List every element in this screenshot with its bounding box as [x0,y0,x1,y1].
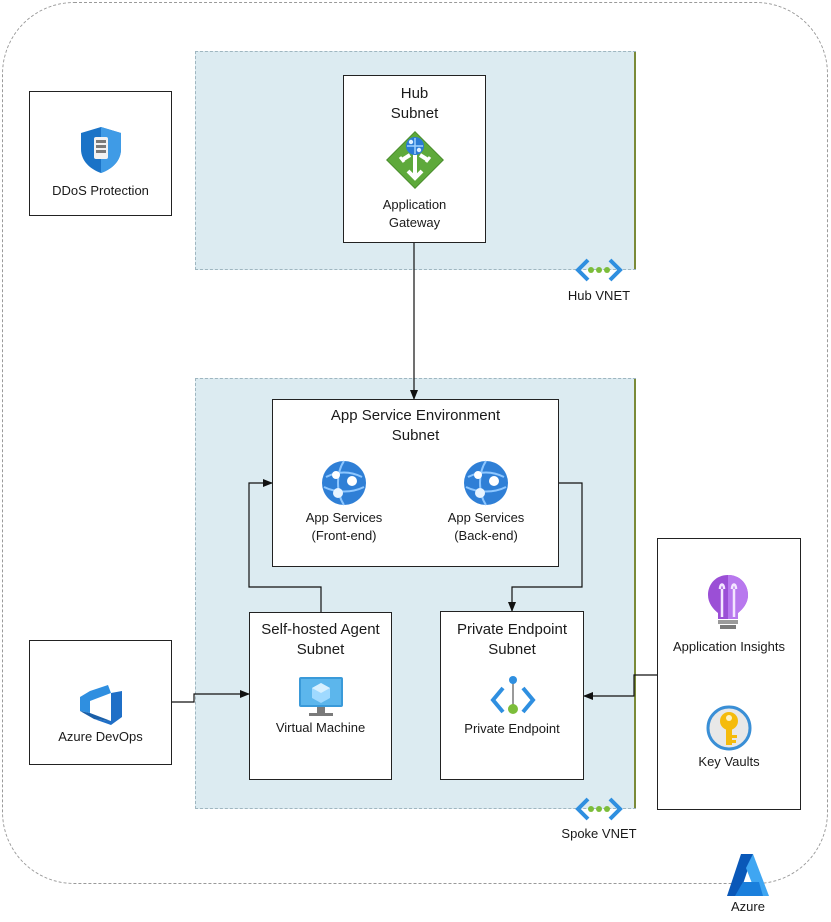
agent-subnet-title-1: Self-hosted Agent [261,621,380,638]
virtual-machine-label: Virtual Machine [275,720,366,735]
pe-subnet-title-2: Subnet [488,641,536,658]
key-vaults-label: Key Vaults [698,754,760,769]
key-vault-icon [706,705,752,751]
ddos-protection-box: DDoS Protection [29,91,172,216]
ase-subnet-title-1: App Service Environment [330,407,501,424]
agent-subnet-title-2: Subnet [296,641,345,658]
azure-devops-box: Azure DevOps [29,640,172,765]
hub-subnet-box: Hub Subnet Application Gateway [343,75,486,243]
private-endpoint-label: Private Endpoint [464,721,560,736]
virtual-machine-icon [299,677,343,716]
hub-subnet-title-2: Subnet [390,105,439,122]
agent-subnet-box: Self-hosted Agent Subnet Virtual Machine [249,612,392,780]
ase-subnet-box: App Service Environment Subnet App Servi… [272,399,559,567]
app-services-backend-label-2: (Back-end) [454,528,518,543]
application-insights-label: Application Insights [672,639,785,654]
app-services-backend-label-1: App Services [447,510,525,525]
app-services-frontend-label-1: App Services [305,510,383,525]
application-gateway-label-2: Gateway [388,215,441,230]
app-services-backend-icon [464,460,508,506]
ase-to-pe-line [508,482,583,612]
ase-subnet-title-2: Subnet [391,427,440,444]
agent-to-ase-line [248,479,322,612]
application-gateway-icon [386,131,444,189]
ddos-label: DDoS Protection [52,183,149,198]
spoke-vnet-label: Spoke VNET [561,826,637,841]
app-services-frontend-icon [322,460,366,506]
azure-logo-icon [727,854,769,896]
hub-vnet-icon [575,258,623,282]
devops-to-agent-line [172,690,250,703]
private-endpoint-icon [490,676,536,714]
monitoring-box: Application Insights Key Vaults [657,538,801,810]
pe-subnet-box: Private Endpoint Subnet Private Endpoint [440,611,584,780]
pe-subnet-title-1: Private Endpoint [456,621,568,638]
azure-label: Azure [731,899,765,914]
monitoring-to-pe-line [583,674,657,700]
azure-boundary [2,2,828,884]
lightbulb-icon [708,575,748,629]
spoke-vnet-icon [575,797,623,821]
hub-vnet-label: Hub VNET [567,288,631,303]
shield-icon [81,127,121,173]
app-services-frontend-label-2: (Front-end) [311,528,377,543]
hub-subnet-title-1: Hub [400,85,429,102]
azure-devops-label: Azure DevOps [58,729,143,744]
azure-devops-icon [80,685,122,725]
application-gateway-label-1: Application [382,197,447,212]
